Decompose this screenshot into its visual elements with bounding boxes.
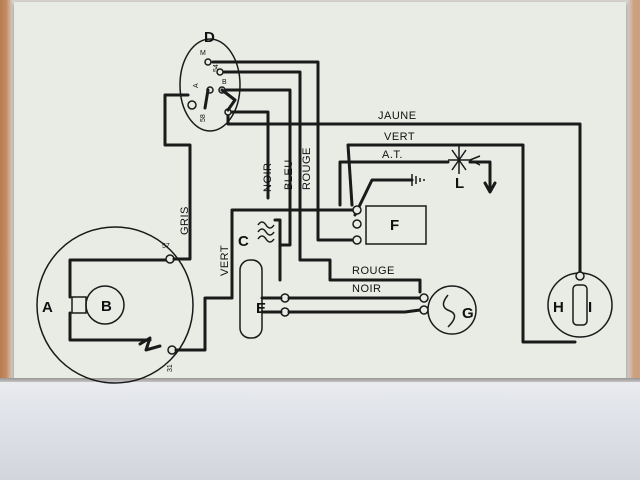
wire-a-57 xyxy=(68,258,170,299)
label-d-b: B xyxy=(222,79,227,86)
label-d-m: M xyxy=(200,50,206,57)
f-terminal-2 xyxy=(352,219,362,229)
label-d: D xyxy=(204,29,215,46)
label-rouge-vertical: ROUGE xyxy=(301,147,313,190)
label-c: C xyxy=(238,233,249,250)
spark-plug-l-icon xyxy=(448,146,497,194)
wire-gris xyxy=(163,93,192,261)
wire-at xyxy=(338,160,450,207)
label-d-58: 58 xyxy=(200,114,207,122)
label-vert-left: VERT xyxy=(219,245,231,276)
label-at: A.T. xyxy=(382,149,403,161)
f-terminal-1 xyxy=(352,205,362,215)
d-terminal-m xyxy=(204,58,212,66)
component-f-coil xyxy=(365,205,427,245)
label-i: I xyxy=(588,299,592,316)
g-terminal-2 xyxy=(419,305,429,315)
label-noir-bottom: NOIR xyxy=(352,283,382,295)
label-gris: GRIS xyxy=(179,206,191,235)
label-a: A xyxy=(42,299,53,316)
wire-c xyxy=(273,218,282,282)
label-d-54: 54 xyxy=(213,64,220,72)
label-vert-top: VERT xyxy=(384,131,415,143)
d-terminal-54 xyxy=(216,68,224,76)
wire-vert-left xyxy=(174,208,357,352)
label-b: B xyxy=(101,298,112,315)
f-terminal-3 xyxy=(352,235,362,245)
label-f: F xyxy=(390,217,399,234)
wire-noir xyxy=(230,110,270,200)
next-page xyxy=(0,382,640,480)
wire-rouge xyxy=(222,70,422,294)
wire-e-internal xyxy=(260,296,283,314)
lamp-hi-bulb-icon xyxy=(572,284,588,326)
label-h: H xyxy=(553,299,564,316)
d-terminal-58 xyxy=(187,100,197,110)
label-l: L xyxy=(455,175,464,192)
wire-a-31 xyxy=(68,311,152,342)
label-noir-vertical: NOIR xyxy=(262,163,274,193)
hi-terminal-top xyxy=(575,271,585,281)
ground-symbol-icon xyxy=(411,174,425,186)
wire-jaune xyxy=(226,114,582,274)
label-rouge-bottom: ROUGE xyxy=(352,265,395,277)
component-d-switch xyxy=(179,38,241,132)
label-d-a: A xyxy=(193,83,200,88)
horn-g-icon xyxy=(442,294,456,328)
wire-bleu xyxy=(224,88,292,247)
label-g: G xyxy=(462,305,474,322)
wire-d-m xyxy=(211,60,354,242)
label-31: 31 xyxy=(167,364,174,372)
label-57: 57 xyxy=(162,243,170,250)
component-e-breaker xyxy=(239,259,263,339)
label-jaune: JAUNE xyxy=(378,110,417,122)
d-internal-contacts xyxy=(203,88,237,112)
wire-rouge-bottom xyxy=(287,308,422,314)
bulb-b-socket xyxy=(71,296,87,314)
label-e: E xyxy=(256,300,266,317)
page-edge-shadow xyxy=(0,378,640,384)
g-terminal-1 xyxy=(419,293,429,303)
wire-vert-top xyxy=(346,143,577,344)
wire-ht-ground xyxy=(353,178,414,217)
label-bleu: BLEU xyxy=(283,159,295,190)
condenser-c-icon xyxy=(257,221,275,243)
component-a-circle xyxy=(36,226,194,384)
ground-arrow-icon xyxy=(138,336,162,352)
